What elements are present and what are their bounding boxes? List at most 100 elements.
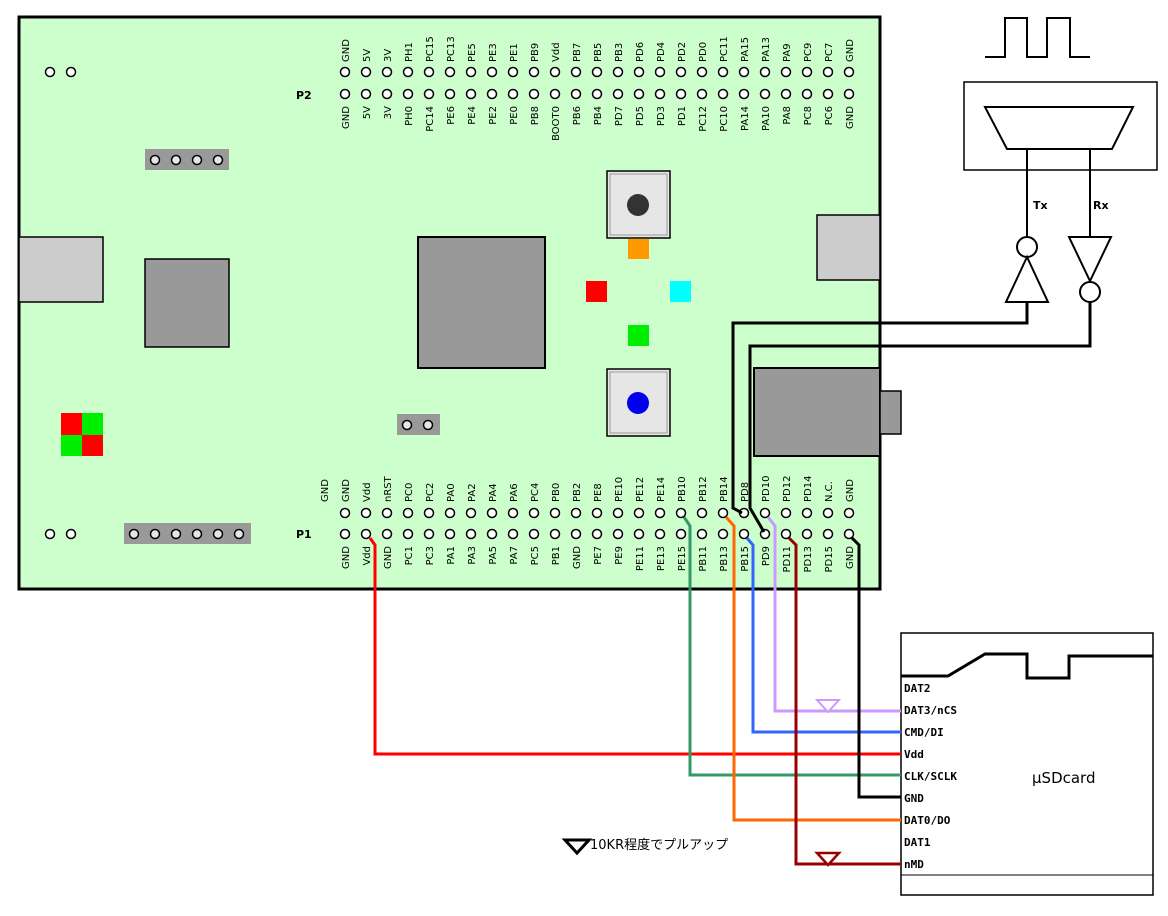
pin-hole xyxy=(423,88,435,100)
pin-label: PB15 xyxy=(740,546,751,572)
header-pin xyxy=(212,528,224,540)
pin-hole xyxy=(465,528,477,540)
pin-hole xyxy=(339,528,351,540)
pin-label: PA15 xyxy=(740,37,751,62)
pin-label: PD14 xyxy=(803,476,814,502)
pin-label: PD9 xyxy=(761,546,772,566)
pin-label: PE3 xyxy=(488,43,499,62)
pin-hole xyxy=(507,528,519,540)
pin-hole xyxy=(717,528,729,540)
pin-hole xyxy=(444,88,456,100)
pin-hole xyxy=(843,528,855,540)
pin-label: GND xyxy=(845,106,856,129)
pin-label: GND xyxy=(845,479,856,502)
pin-hole xyxy=(675,507,687,519)
pin-hole xyxy=(675,66,687,78)
header-pin xyxy=(191,528,203,540)
pin-label: PE0 xyxy=(509,106,520,125)
pin-hole xyxy=(423,66,435,78)
pin-hole xyxy=(570,507,582,519)
pin-hole xyxy=(738,66,750,78)
pin-hole xyxy=(486,88,498,100)
pin-label: nRST xyxy=(383,475,394,502)
pin-hole xyxy=(465,507,477,519)
pin-hole xyxy=(381,528,393,540)
pin-hole xyxy=(780,66,792,78)
header-pin xyxy=(401,419,413,431)
pin-hole xyxy=(759,507,771,519)
user-button[interactable] xyxy=(606,170,671,239)
pullup-note: 10KR程度でプルアップ xyxy=(590,837,728,853)
pin-label: PA7 xyxy=(509,546,520,565)
pin-label: PE2 xyxy=(488,106,499,125)
audio-jack xyxy=(753,367,881,457)
pin-label: PA0 xyxy=(446,483,457,502)
pin-hole xyxy=(654,507,666,519)
pin-hole xyxy=(423,507,435,519)
header-5pin xyxy=(145,149,229,170)
pin-hole xyxy=(444,66,456,78)
wire-vdd xyxy=(368,537,901,756)
pin-hole xyxy=(696,507,708,519)
led-checker xyxy=(61,413,103,456)
pin-label: PE6 xyxy=(446,106,457,125)
pin-hole xyxy=(759,66,771,78)
pin-label: GND xyxy=(383,546,394,569)
wire-do xyxy=(724,516,901,822)
pin-hole xyxy=(780,88,792,100)
pin-label: PE15 xyxy=(677,546,688,571)
pin-hole xyxy=(591,66,603,78)
pin-label: PC6 xyxy=(824,106,835,125)
pin-hole xyxy=(339,88,351,100)
pin-label: 3V xyxy=(383,106,394,119)
sdcard-title: μSDcard xyxy=(1032,769,1095,787)
pin-label: PE4 xyxy=(467,106,478,125)
pin-label: PD6 xyxy=(635,42,646,62)
reset-button[interactable] xyxy=(606,368,671,437)
pin-label: GND xyxy=(341,546,352,569)
pin-label: PA2 xyxy=(467,483,478,502)
pin-label: PD7 xyxy=(614,106,625,126)
pin-label: PE11 xyxy=(635,546,646,571)
sdcard-pin-label: DAT0/DO xyxy=(904,814,951,827)
pullup-md-icon xyxy=(814,851,842,867)
pin-label: PD10 xyxy=(761,476,772,502)
pin-label: PA6 xyxy=(509,483,520,502)
pin-hole xyxy=(507,66,519,78)
pin-hole xyxy=(822,88,834,100)
pin-hole xyxy=(717,66,729,78)
header-pin xyxy=(149,154,161,166)
pin-hole xyxy=(402,507,414,519)
tx-wire xyxy=(731,302,1029,515)
pin-hole xyxy=(402,88,414,100)
sdcard-pin-label: nMD xyxy=(904,858,924,871)
pin-hole xyxy=(339,66,351,78)
header-p2-pins xyxy=(339,66,855,100)
pin-hole xyxy=(549,88,561,100)
pin-label: PB13 xyxy=(719,546,730,572)
header-p1-label: P1 xyxy=(296,528,312,541)
pin-label: PD11 xyxy=(782,546,793,572)
pin-hole xyxy=(486,528,498,540)
pin-label: PB5 xyxy=(593,43,604,62)
pin-hole xyxy=(486,507,498,519)
rx-label: Rx xyxy=(1093,199,1109,212)
header-6pin xyxy=(124,523,251,544)
pin-label: Vdd xyxy=(362,482,373,502)
pin-label: PE12 xyxy=(635,477,646,502)
mcu-chip xyxy=(417,236,546,369)
pin-label: PC4 xyxy=(530,483,541,502)
pin-hole xyxy=(381,66,393,78)
pin-hole xyxy=(633,66,645,78)
pin-label: PD15 xyxy=(824,546,835,572)
pin-label: PB12 xyxy=(698,476,709,502)
wire-di xyxy=(745,537,901,734)
pin-hole xyxy=(360,528,372,540)
header-pin xyxy=(170,528,182,540)
led-green xyxy=(628,325,649,346)
pin-hole xyxy=(801,528,813,540)
pin-label: PA13 xyxy=(761,37,772,62)
pin-label: PH0 xyxy=(404,106,415,126)
usb-connector xyxy=(18,236,104,303)
pin-hole xyxy=(738,88,750,100)
